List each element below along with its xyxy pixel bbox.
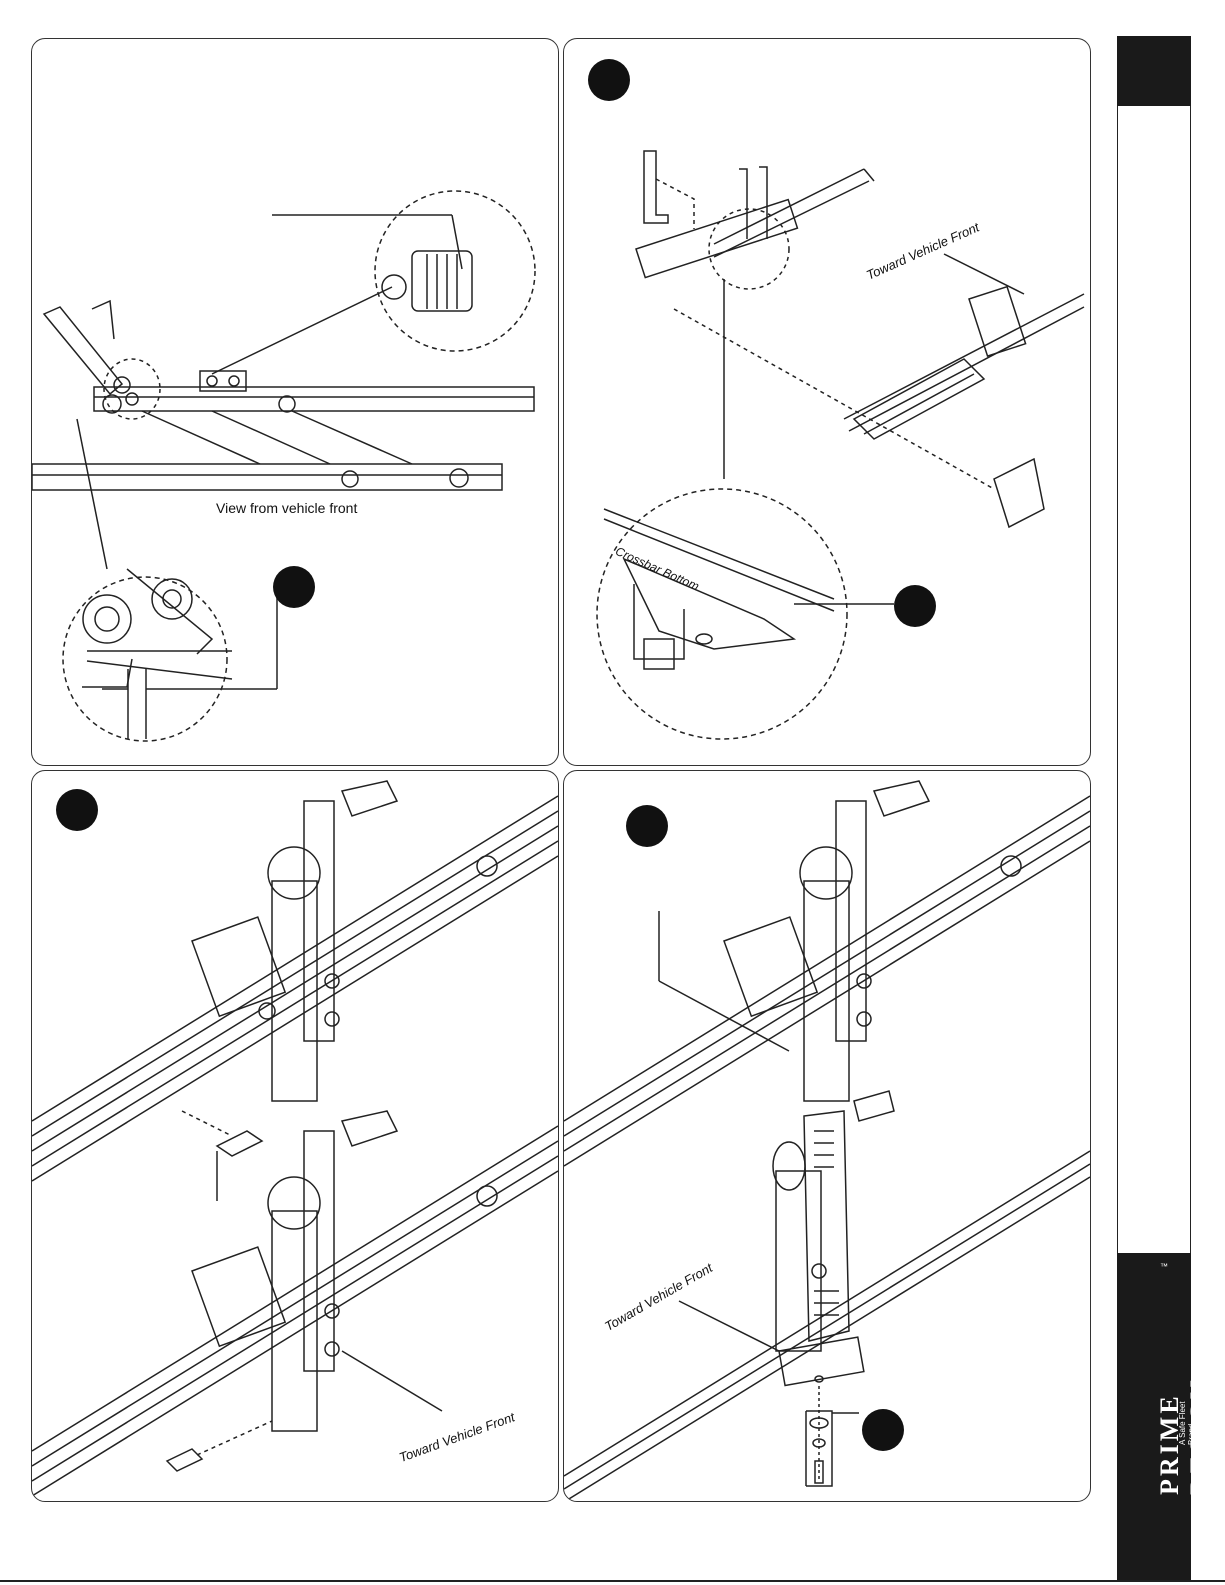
- step-marker-hardware: [862, 1409, 904, 1451]
- bottom-rule: [0, 1580, 1225, 1582]
- crossbar-install-illustration: [564, 39, 1090, 765]
- latch-install-illustration: [564, 771, 1090, 1501]
- trademark-mark: ™: [1160, 1262, 1168, 1271]
- sidebar-tab: [1117, 36, 1191, 106]
- panel-step-3: Toward Vehicle Front: [31, 770, 559, 1502]
- rack-side-view-illustration: [32, 39, 558, 765]
- bracket-shim-illustration: [32, 771, 558, 1501]
- panel-step-2: Toward Vehicle Front Crossbar Bottom: [563, 38, 1091, 766]
- step-marker-top: [626, 805, 668, 847]
- panel-step-1: View from vehicle front: [31, 38, 559, 766]
- step-marker-lower: [273, 566, 315, 608]
- brand-tagline: A Safe Fleet Brand: [1178, 1398, 1196, 1445]
- step-marker: [56, 789, 98, 831]
- view-caption: View from vehicle front: [216, 500, 357, 516]
- step-marker-top: [588, 59, 630, 101]
- panel-step-4: Toward Vehicle Front: [563, 770, 1091, 1502]
- step-marker-detail: [894, 585, 936, 627]
